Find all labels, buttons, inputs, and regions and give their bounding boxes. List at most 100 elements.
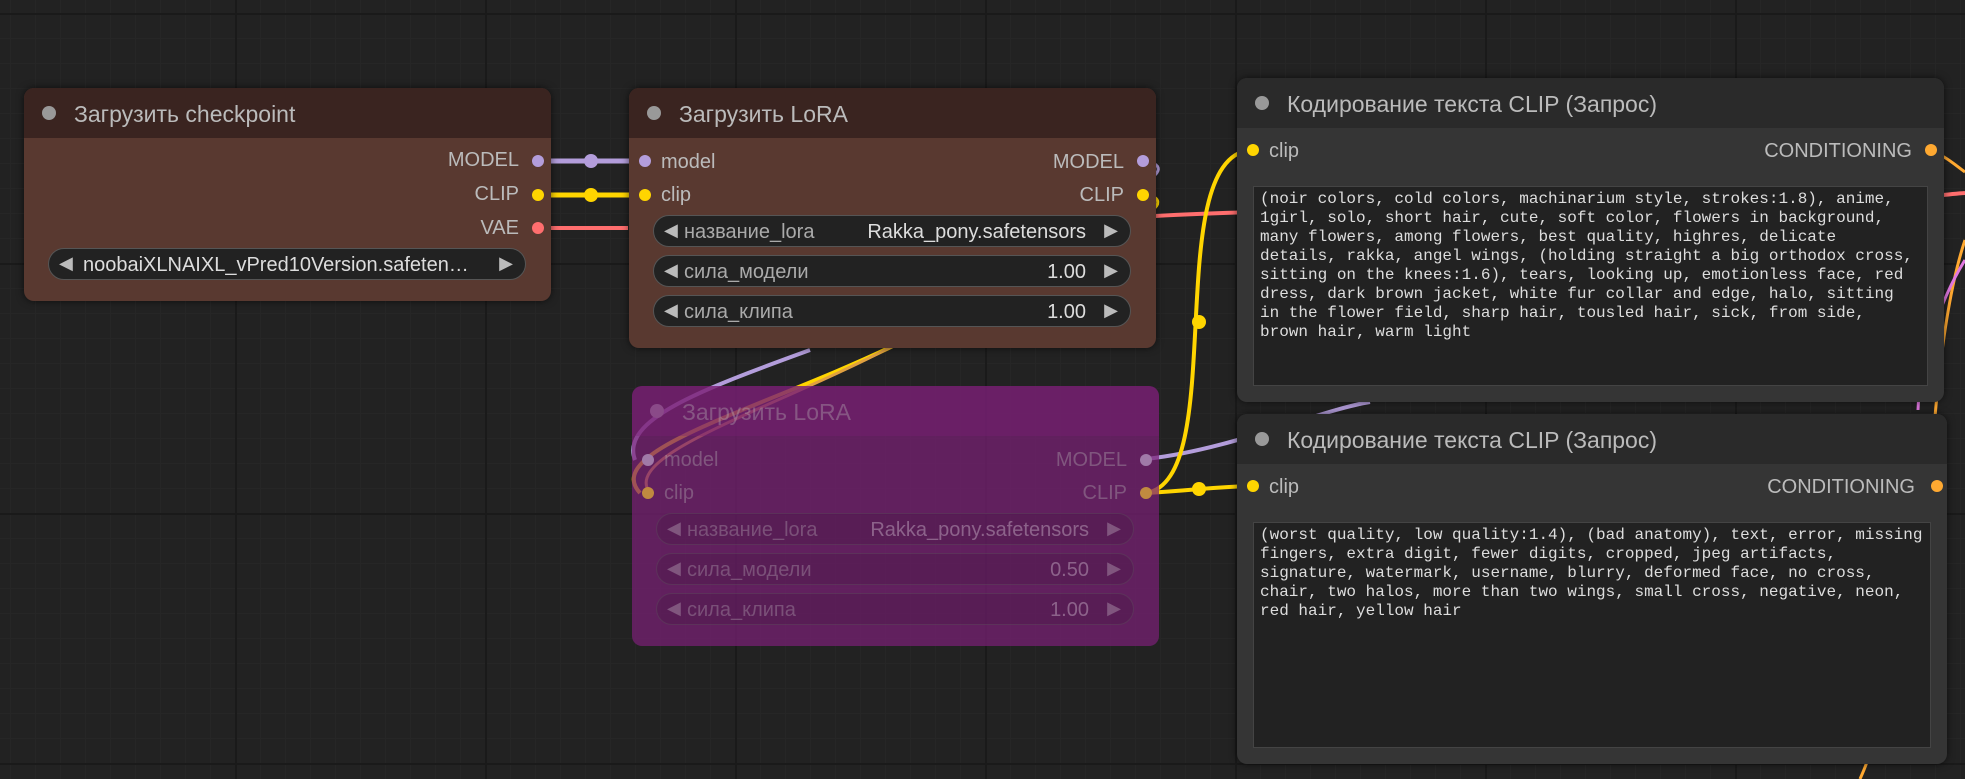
node-title: Загрузить checkpoint bbox=[74, 101, 296, 127]
collapse-dot-icon[interactable] bbox=[42, 106, 56, 120]
output-label-vae: VAE bbox=[480, 217, 519, 239]
strength-model-slider[interactable]: ◀ сила_модели 0.50 ▶ bbox=[656, 553, 1134, 585]
output-dot-model[interactable] bbox=[532, 155, 544, 167]
output-slot-clip[interactable]: CLIP bbox=[1083, 482, 1127, 505]
strength-clip-label: сила_клипа bbox=[684, 301, 793, 323]
strength-clip-label: сила_клипа bbox=[687, 599, 796, 621]
collapse-dot-icon[interactable] bbox=[650, 404, 664, 418]
increment-arrow-icon[interactable]: ▶ bbox=[1107, 558, 1121, 578]
output-label-model: MODEL bbox=[447, 149, 519, 171]
output-dot-model[interactable] bbox=[1137, 155, 1149, 167]
output-slot-model[interactable]: MODEL bbox=[1053, 151, 1124, 174]
lora-name-label: название_lora bbox=[687, 519, 818, 541]
node-clip-text-encode-positive[interactable]: Кодирование текста CLIP (Запрос) clip CO… bbox=[1237, 78, 1944, 402]
strength-clip-slider[interactable]: ◀ сила_клипа 1.00 ▶ bbox=[653, 295, 1131, 327]
strength-model-slider[interactable]: ◀ сила_модели 1.00 ▶ bbox=[653, 255, 1131, 287]
increment-arrow-icon[interactable]: ▶ bbox=[1104, 300, 1118, 320]
lora-name-combo[interactable]: ◀ название_lora Rakka_pony.safetensors ▶ bbox=[656, 513, 1134, 545]
output-label-model: MODEL bbox=[1055, 449, 1127, 471]
increment-arrow-icon[interactable]: ▶ bbox=[1107, 598, 1121, 618]
output-label-clip: CLIP bbox=[1082, 482, 1127, 504]
lora-name-label: название_lora bbox=[684, 221, 815, 243]
collapse-dot-icon[interactable] bbox=[1255, 96, 1269, 110]
next-arrow-icon[interactable]: ▶ bbox=[499, 253, 513, 273]
node-title: Кодирование текста CLIP (Запрос) bbox=[1287, 91, 1658, 117]
link-midpoint-clip-positive[interactable] bbox=[1192, 315, 1206, 329]
output-dot-clip[interactable] bbox=[532, 189, 544, 201]
input-slot-clip[interactable]: clip bbox=[648, 482, 694, 505]
node-title-bar[interactable]: Загрузить LoRA bbox=[632, 386, 1159, 436]
link-midpoint-clip-negative[interactable] bbox=[1192, 482, 1206, 496]
next-arrow-icon[interactable]: ▶ bbox=[1104, 220, 1118, 240]
input-slot-clip[interactable]: clip bbox=[1253, 476, 1299, 499]
input-dot-clip[interactable] bbox=[642, 487, 654, 499]
input-slot-model[interactable]: model bbox=[648, 449, 718, 472]
output-slot-clip[interactable]: CLIP bbox=[1080, 184, 1124, 207]
lora-name-combo[interactable]: ◀ название_lora Rakka_pony.safetensors ▶ bbox=[653, 215, 1131, 247]
lora-name-value: Rakka_pony.safetensors bbox=[867, 221, 1086, 243]
link-midpoint-clip[interactable] bbox=[584, 188, 598, 202]
output-slot-clip[interactable]: CLIP bbox=[475, 183, 519, 206]
prev-arrow-icon[interactable]: ◀ bbox=[667, 518, 681, 538]
decrement-arrow-icon[interactable]: ◀ bbox=[664, 260, 678, 280]
output-label-clip: CLIP bbox=[1079, 184, 1124, 206]
node-title-bar[interactable]: Загрузить LoRA bbox=[629, 88, 1156, 138]
prompt-textarea[interactable]: (noir colors, cold colors, machinarium s… bbox=[1253, 186, 1928, 386]
collapse-dot-icon[interactable] bbox=[647, 106, 661, 120]
output-slot-conditioning[interactable]: CONDITIONING bbox=[1764, 140, 1912, 163]
output-dot-conditioning[interactable] bbox=[1931, 480, 1943, 492]
strength-model-label: сила_модели bbox=[687, 559, 812, 581]
output-dot-clip[interactable] bbox=[1137, 189, 1149, 201]
node-title-bar[interactable]: Загрузить checkpoint bbox=[24, 88, 551, 138]
output-label-model: MODEL bbox=[1052, 151, 1124, 173]
prompt-textarea[interactable]: (worst quality, low quality:1.4), (bad a… bbox=[1253, 522, 1931, 748]
output-slot-model[interactable]: MODEL bbox=[1056, 449, 1127, 472]
output-slot-model[interactable]: MODEL bbox=[448, 149, 519, 172]
collapse-dot-icon[interactable] bbox=[1255, 432, 1269, 446]
input-label-clip: clip bbox=[664, 482, 695, 504]
input-label-clip: clip bbox=[661, 184, 692, 206]
output-slot-conditioning[interactable]: CONDITIONING bbox=[1767, 476, 1915, 499]
next-arrow-icon[interactable]: ▶ bbox=[1107, 518, 1121, 538]
input-label-clip: clip bbox=[1269, 140, 1300, 162]
output-dot-vae[interactable] bbox=[532, 222, 544, 234]
input-slot-clip[interactable]: clip bbox=[645, 184, 691, 207]
node-load-checkpoint[interactable]: Загрузить checkpoint MODEL CLIP VAE ◀ no… bbox=[24, 88, 551, 301]
decrement-arrow-icon[interactable]: ◀ bbox=[664, 300, 678, 320]
output-slot-vae[interactable]: VAE bbox=[480, 217, 519, 240]
input-label-clip: clip bbox=[1269, 476, 1300, 498]
decrement-arrow-icon[interactable]: ◀ bbox=[667, 558, 681, 578]
node-clip-text-encode-negative[interactable]: Кодирование текста CLIP (Запрос) clip CO… bbox=[1237, 414, 1947, 764]
input-dot-model[interactable] bbox=[642, 454, 654, 466]
ckpt-name-value: noobaiXLNAIXL_vPred10Version.safeten… bbox=[83, 254, 469, 276]
input-slot-model[interactable]: model bbox=[645, 151, 715, 174]
input-dot-clip[interactable] bbox=[1247, 144, 1259, 156]
input-dot-clip[interactable] bbox=[1247, 480, 1259, 492]
lora-name-value: Rakka_pony.safetensors bbox=[870, 519, 1089, 541]
node-load-lora-2-bypassed[interactable]: Загрузить LoRA model clip MODEL CLIP ◀ н… bbox=[632, 386, 1159, 646]
decrement-arrow-icon[interactable]: ◀ bbox=[667, 598, 681, 618]
increment-arrow-icon[interactable]: ▶ bbox=[1104, 260, 1118, 280]
prev-arrow-icon[interactable]: ◀ bbox=[59, 253, 73, 273]
input-label-model: model bbox=[661, 151, 716, 173]
node-load-lora-1[interactable]: Загрузить LoRA model clip MODEL CLIP ◀ н… bbox=[629, 88, 1156, 348]
node-title-bar[interactable]: Кодирование текста CLIP (Запрос) bbox=[1237, 414, 1947, 464]
ckpt-name-combo[interactable]: ◀ noobaiXLNAIXL_vPred10Version.safeten… … bbox=[48, 248, 526, 280]
input-slot-clip[interactable]: clip bbox=[1253, 140, 1299, 163]
input-dot-model[interactable] bbox=[639, 155, 651, 167]
strength-model-value: 1.00 bbox=[1047, 261, 1086, 283]
strength-model-label: сила_модели bbox=[684, 261, 809, 283]
output-dot-model[interactable] bbox=[1140, 454, 1152, 466]
input-dot-clip[interactable] bbox=[639, 189, 651, 201]
prev-arrow-icon[interactable]: ◀ bbox=[664, 220, 678, 240]
strength-model-value: 0.50 bbox=[1050, 559, 1089, 581]
strength-clip-slider[interactable]: ◀ сила_клипа 1.00 ▶ bbox=[656, 593, 1134, 625]
output-label-conditioning: CONDITIONING bbox=[1767, 476, 1915, 498]
output-dot-clip[interactable] bbox=[1140, 487, 1152, 499]
output-dot-conditioning[interactable] bbox=[1925, 144, 1937, 156]
node-title-bar[interactable]: Кодирование текста CLIP (Запрос) bbox=[1237, 78, 1944, 128]
output-label-clip: CLIP bbox=[474, 183, 519, 205]
node-title: Кодирование текста CLIP (Запрос) bbox=[1287, 427, 1658, 453]
strength-clip-value: 1.00 bbox=[1047, 301, 1086, 323]
link-midpoint-model[interactable] bbox=[584, 154, 598, 168]
